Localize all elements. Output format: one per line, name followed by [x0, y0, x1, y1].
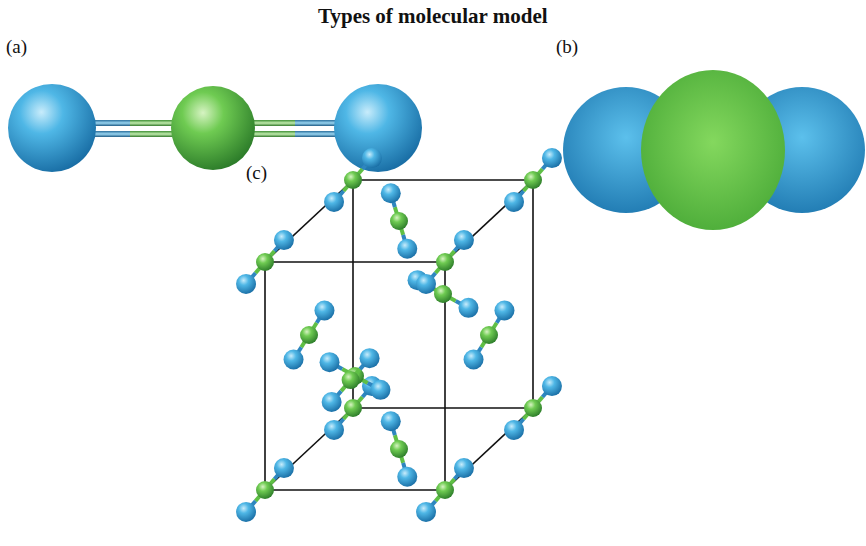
- carbon-atom: [342, 371, 360, 389]
- co2-molecule: [322, 348, 380, 412]
- carbon-atom: [344, 171, 362, 189]
- oxygen-atom: [362, 148, 382, 168]
- oxygen-atom: [320, 352, 340, 372]
- oxygen-atom: [454, 230, 474, 250]
- carbon-atom: [390, 440, 408, 458]
- cell-edge: [265, 180, 353, 262]
- cell-edge: [265, 489, 445, 491]
- oxygen-atom: [397, 239, 417, 259]
- co2-molecule: [504, 376, 562, 440]
- crystal-lattice: [236, 148, 562, 522]
- oxygen-atom: [504, 420, 524, 440]
- oxygen-atom: [360, 348, 380, 368]
- co2-molecule: [381, 411, 418, 487]
- carbon-atom: [524, 399, 542, 417]
- carbon-atom: [344, 399, 362, 417]
- oxygen-atom: [322, 392, 342, 412]
- oxygen-atom: [274, 458, 294, 478]
- cell-edge: [445, 180, 533, 262]
- cell-edge: [265, 408, 353, 490]
- figure-title: Types of molecular model: [318, 4, 548, 29]
- cell-edge: [532, 180, 534, 408]
- oxygen-atom: [458, 298, 478, 318]
- carbon-atom: [524, 171, 542, 189]
- oxygen-atom: [236, 502, 256, 522]
- cell-edge: [445, 408, 533, 490]
- carbon-atom: [436, 481, 454, 499]
- co2-molecule: [236, 230, 294, 294]
- cell-edge: [353, 179, 533, 181]
- oxygen-atom: [381, 183, 401, 203]
- oxygen-atom: [416, 502, 436, 522]
- oxygen-atom: [542, 376, 562, 396]
- carbon-atom: [256, 481, 274, 499]
- co2-molecule: [416, 458, 474, 522]
- oxygen-atom: [397, 467, 417, 487]
- carbon-atom: [390, 212, 408, 230]
- oxygen-atom: [494, 300, 514, 320]
- co2-molecule: [504, 148, 562, 212]
- panel-label: (c): [246, 162, 267, 184]
- oxygen-atom: [416, 274, 436, 294]
- panel-label: (a): [6, 36, 27, 58]
- oxygen-atom: [284, 350, 304, 370]
- co2-molecule: [236, 458, 294, 522]
- co2-molecule: [464, 300, 515, 369]
- oxygen-atom: [236, 274, 256, 294]
- ball-and-stick-model: [8, 84, 422, 172]
- oxygen-atom: [504, 192, 524, 212]
- cell-edge: [353, 407, 533, 409]
- co2-molecule: [416, 230, 474, 294]
- carbon-atom: [434, 285, 452, 303]
- oxygen-atom: [314, 300, 334, 320]
- co2-molecule: [408, 270, 479, 318]
- oxygen-atom: [274, 230, 294, 250]
- co2-molecule: [324, 148, 382, 212]
- cell-edge: [265, 261, 445, 263]
- oxygen-atom: [381, 411, 401, 431]
- cell-edge: [264, 262, 266, 490]
- panel-label: (b): [556, 36, 578, 58]
- oxygen-atom: [324, 420, 344, 440]
- carbon-atom: [300, 326, 318, 344]
- oxygen-atom: [324, 192, 344, 212]
- oxygen-atom: [370, 380, 390, 400]
- co2-molecule: [381, 183, 418, 259]
- oxygen-atom: [464, 350, 484, 370]
- oxygen-atom: [542, 148, 562, 168]
- space-filling-model: [563, 70, 865, 230]
- oxygen-atom: [454, 458, 474, 478]
- carbon-atom: [480, 326, 498, 344]
- carbon-atom: [256, 253, 274, 271]
- carbon-atom: [436, 253, 454, 271]
